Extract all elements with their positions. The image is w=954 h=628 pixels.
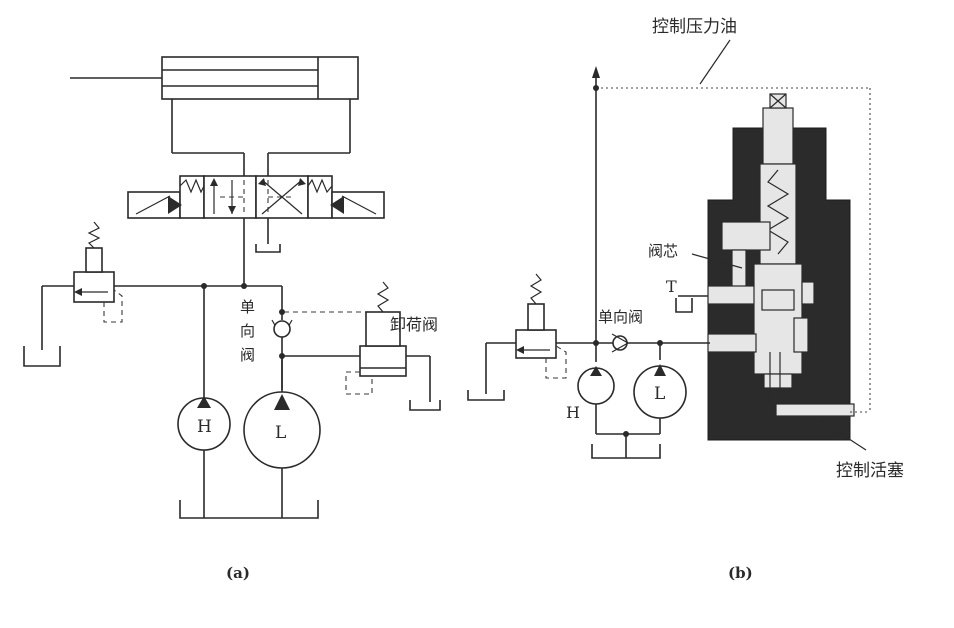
directional-valve-a [127,175,385,286]
tank-a [179,500,319,519]
junction-dot [241,283,247,289]
pump-l-a [243,356,321,518]
label-check-valve-a3: 阀 [240,346,255,364]
label-control-piston: 控制活塞 [836,461,904,481]
supply-arrow [592,66,600,78]
unload-valve-a [282,281,441,411]
label-pump-l-a: L [275,423,286,443]
junction-dot [593,340,599,346]
pump-l-b [633,343,687,434]
label-control-pressure-oil: 控制压力油 [652,17,737,37]
unload-valve-body-b [707,93,855,441]
label-tank-port: T [666,277,677,296]
label-check-valve-a1: 单 [240,298,255,316]
diagram-a: 单 向 阀 卸荷阀 H L (a) [23,56,441,582]
label-check-valve-a2: 向 [240,322,255,340]
label-pump-h-a: H [197,417,212,437]
relief-valve-b [467,273,567,401]
cylinder-a [70,56,359,176]
pump-h-a [177,286,231,518]
label-unload-valve-b: 卸荷阀 [646,147,694,166]
caption-b: (b) [728,564,753,582]
junction-dot [593,85,599,91]
caption-a: (a) [226,564,250,582]
relief-valve-a [23,221,123,367]
leader-control-piston [819,419,867,451]
tank-b [591,444,661,459]
pump-h-b [577,366,615,434]
leader-valve-core [691,253,743,269]
check-valve-b [611,333,630,353]
tank-port-symbol [675,298,693,313]
label-pump-l-b: L [654,384,665,404]
control-oil-line-b [596,39,871,413]
label-pump-h-b: H [566,403,580,422]
label-check-valve-b: 单向阀 [598,308,643,326]
diagram-b: 控制压力油 卸荷阀 阀芯 T 单向阀 H L 控制活塞 (b) [467,17,904,582]
label-unload-valve-a: 卸荷阀 [390,315,438,334]
label-valve-core: 阀芯 [648,242,678,260]
